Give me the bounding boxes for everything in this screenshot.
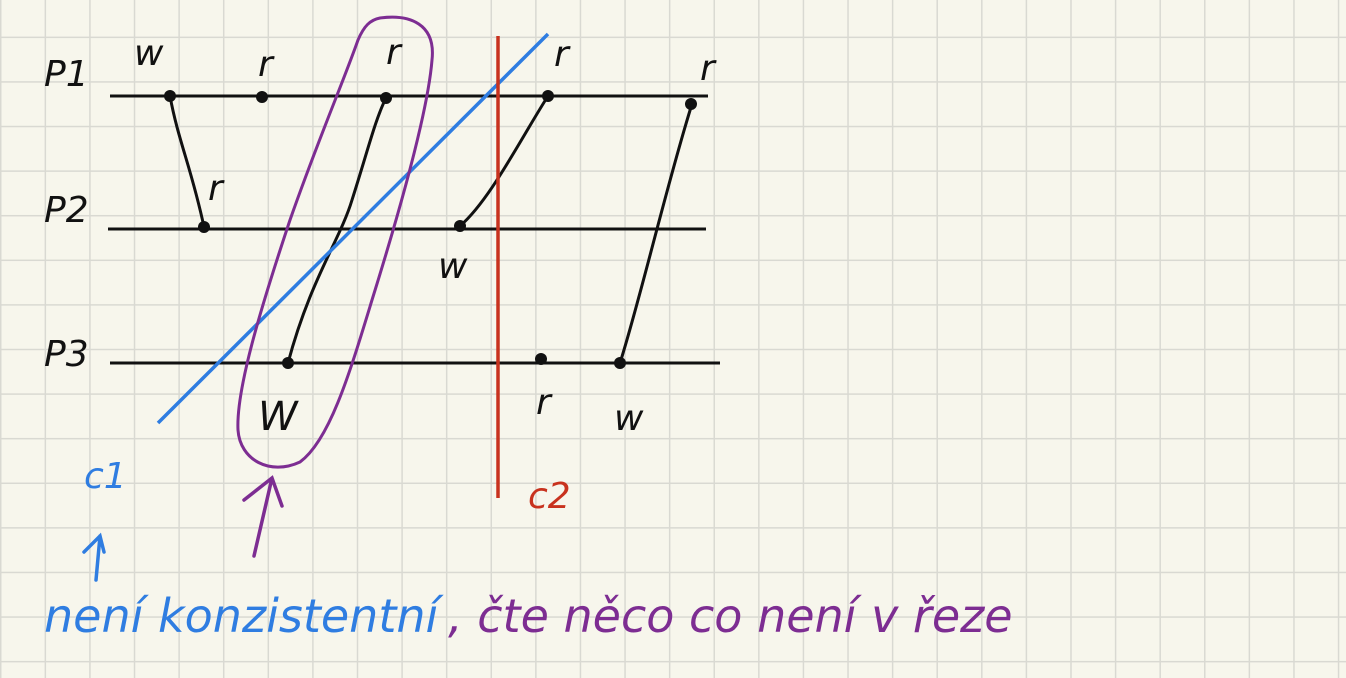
event-dot [614,357,626,369]
cut-c2-label: c2 [528,476,571,517]
event-dot [535,353,547,365]
event-label: r [700,48,717,89]
event-dot [542,90,554,102]
event-label: W [258,394,299,440]
event-label: w [134,33,164,74]
note-reads-outside-cut: , čte něco co není v řeze [448,589,1013,643]
message-p1w-to-p2r [168,95,206,228]
highlight-loop [236,15,434,469]
message-p3w-to-p1r [286,97,388,364]
event-dot [198,221,210,233]
blue-arrow [82,532,106,582]
event-dot [282,357,294,369]
message-p2w-to-p1r [459,95,550,228]
event-label: r [536,382,553,423]
event-dot [164,90,176,102]
cut-c1-line [156,32,550,425]
event-label: r [208,168,225,209]
event-dot [454,220,466,232]
purple-arrow [242,475,284,558]
event-dot [256,91,268,103]
note-not-consistent: není konzistentní [44,589,445,643]
event-label: w [438,246,468,287]
event-label: r [386,32,403,73]
process-label-p3: P3 [44,334,89,375]
process-label-p2: P2 [44,190,89,231]
cut-c1-label: c1 [84,456,127,497]
event-label: r [554,34,571,75]
process-label-p1: P1 [44,54,89,95]
event-label: w [614,398,644,439]
event-dot [685,98,697,110]
event-label: r [258,44,275,85]
event-dot [380,92,392,104]
message-p3w-to-p1r-last [618,103,694,364]
